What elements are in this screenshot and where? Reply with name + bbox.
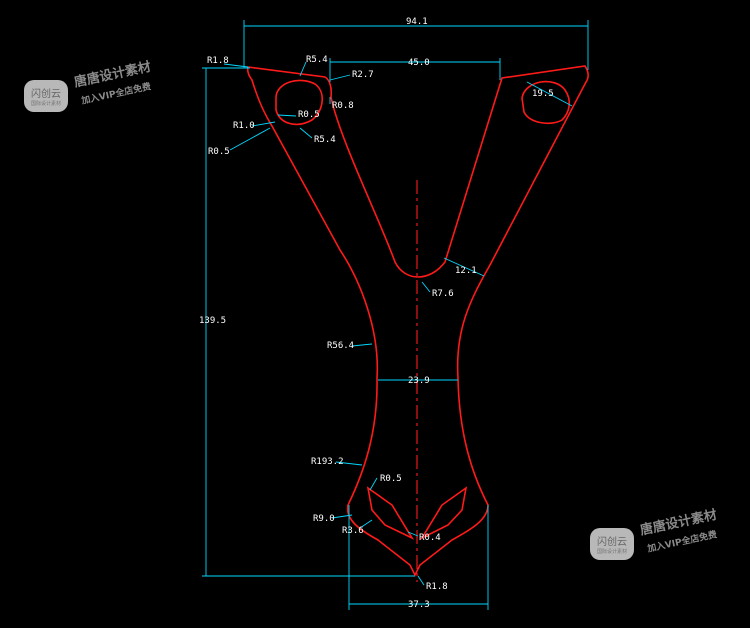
label-r76: R7.6 [432, 289, 454, 299]
label-r04: R0.4 [419, 533, 441, 543]
label-top-width: 94.1 [406, 17, 428, 27]
label-arm-width: 12.1 [455, 266, 477, 276]
label-r08: R0.8 [332, 101, 354, 111]
label-bottom-width: 37.3 [408, 600, 430, 610]
label-waist-width: 23.9 [408, 376, 430, 386]
label-r36: R3.6 [342, 526, 364, 536]
right-grip-cutout [419, 486, 468, 540]
label-r10: R1.0 [233, 121, 255, 131]
label-inner-width: 45.0 [408, 58, 430, 68]
label-r05-c: R0.5 [380, 474, 402, 484]
label-r564: R56.4 [327, 341, 354, 351]
label-r90: R9.0 [313, 514, 335, 524]
dim-arm-width-line [443, 257, 485, 277]
slingshot-outline [246, 65, 589, 582]
dim-fork-hole-line [526, 81, 573, 107]
label-r-top-left: R1.8 [207, 56, 229, 66]
frame-outer-contour [246, 65, 589, 577]
label-r54-top: R5.4 [306, 55, 328, 65]
label-r54-bottom: R5.4 [314, 135, 336, 145]
dimension-labels: 94.1 45.0 139.5 23.9 37.3 19.5 12.1 R1.8… [199, 17, 554, 610]
right-band-hole [521, 80, 571, 125]
label-height: 139.5 [199, 316, 226, 326]
label-r27: R2.7 [352, 70, 374, 80]
label-r18-bottom: R1.8 [426, 582, 448, 592]
label-r05-a: R0.5 [298, 110, 320, 120]
label-r05-b: R0.5 [208, 147, 230, 157]
label-fork-hole: 19.5 [532, 89, 554, 99]
label-r1932: R193.2 [311, 457, 344, 467]
left-band-hole [275, 79, 323, 126]
left-grip-cutout [366, 486, 415, 540]
dimension-lines [202, 20, 589, 610]
